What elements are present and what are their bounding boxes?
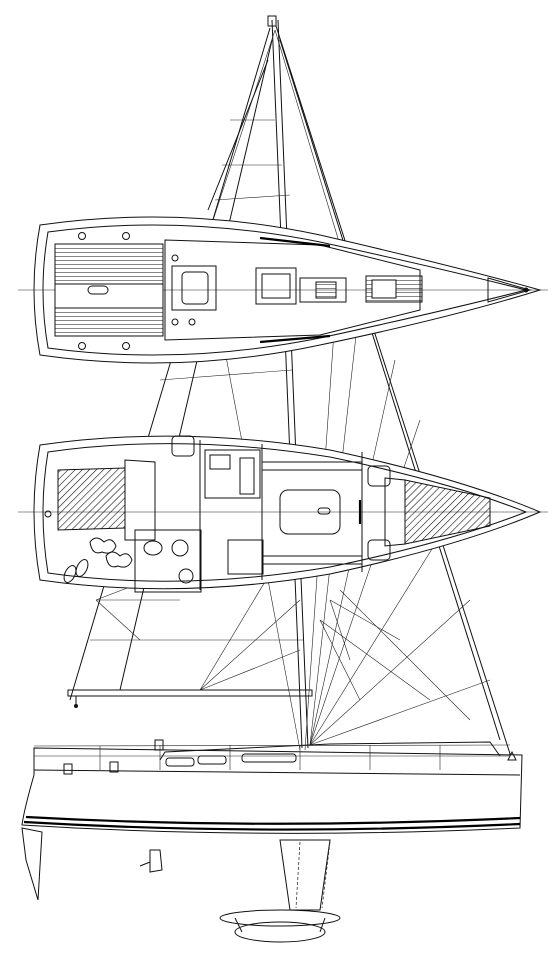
interior-plan xyxy=(18,435,548,593)
galley xyxy=(204,449,261,499)
winches xyxy=(78,232,196,350)
boom xyxy=(67,689,313,708)
cockpit-seat-starboard xyxy=(54,307,164,337)
keel-bulb xyxy=(219,909,341,927)
hull-profile xyxy=(21,739,523,943)
sheer-stripe xyxy=(25,815,521,825)
mast-base xyxy=(315,281,337,299)
main-hatch xyxy=(255,267,297,305)
bow-pulpit xyxy=(487,277,532,303)
heads xyxy=(134,529,202,593)
nav-station xyxy=(227,539,264,575)
coachroof xyxy=(159,741,501,761)
hull-side xyxy=(21,747,523,834)
forestay xyxy=(275,25,513,761)
interior-hull-outline xyxy=(33,435,542,590)
saildrive xyxy=(149,849,163,873)
backstay xyxy=(69,27,271,701)
aft-berth xyxy=(57,467,126,531)
mast xyxy=(267,15,309,749)
rudder xyxy=(21,827,43,901)
salon-table xyxy=(279,489,341,535)
keel-fin xyxy=(279,839,331,911)
deck-plan xyxy=(18,216,548,364)
sail-plan xyxy=(67,15,513,761)
cockpit-seat-port xyxy=(54,243,164,285)
companionway xyxy=(171,265,217,311)
